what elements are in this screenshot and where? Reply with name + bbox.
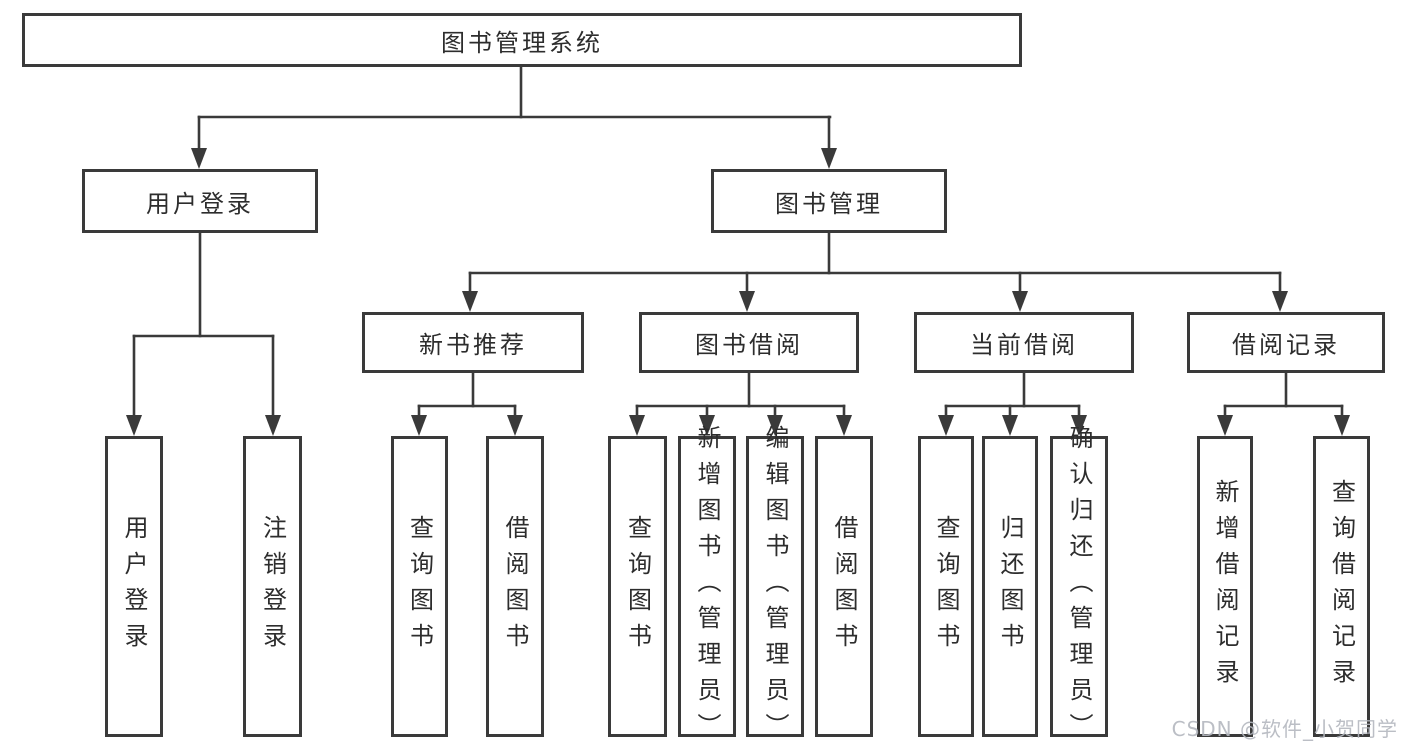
leaf-query-books-borrow: 查询图书	[608, 436, 667, 737]
leaf-return-book-label: 归还图书	[996, 514, 1024, 659]
node-book-mgmt: 图书管理	[711, 169, 947, 233]
node-new-book-recommend: 新书推荐	[362, 312, 584, 373]
node-book-borrow: 图书借阅	[639, 312, 859, 373]
node-current-borrow-label: 当前借阅	[970, 331, 1078, 359]
leaf-confirm-return-admin: 确认归还（管理员）	[1050, 425, 1108, 747]
leaf-borrow-books: 借阅图书	[815, 436, 873, 737]
leaf-query-borrow-record: 查询借阅记录	[1313, 436, 1370, 737]
node-user-login-label: 用户登录	[146, 189, 254, 218]
node-borrow-records: 借阅记录	[1187, 312, 1385, 373]
node-book-mgmt-label: 图书管理	[775, 189, 883, 218]
node-current-borrow: 当前借阅	[914, 312, 1134, 373]
leaf-confirm-return-admin-label: 确认归还（管理员）	[1065, 424, 1093, 747]
leaf-logout: 注销登录	[243, 436, 302, 737]
leaf-query-books-current: 查询图书	[918, 436, 974, 737]
node-borrow-records-label: 借阅记录	[1232, 331, 1340, 359]
leaf-edit-book-admin-label: 编辑图书（管理员）	[761, 424, 789, 747]
node-user-login: 用户登录	[82, 169, 318, 233]
leaf-borrow-books-label: 借阅图书	[830, 514, 858, 659]
leaf-add-book-admin-label: 新增图书（管理员）	[693, 424, 721, 747]
leaf-borrow-books-recommend-label: 借阅图书	[501, 514, 529, 659]
watermark: CSDN @软件_小贺同学	[1171, 717, 1398, 741]
leaf-add-borrow-record-label: 新增借阅记录	[1211, 478, 1239, 695]
leaf-add-borrow-record: 新增借阅记录	[1197, 436, 1253, 737]
leaf-borrow-books-recommend: 借阅图书	[486, 436, 544, 737]
leaf-logout-label: 注销登录	[258, 514, 287, 659]
leaf-query-books-recommend-label: 查询图书	[405, 514, 434, 659]
leaf-add-book-admin: 新增图书（管理员）	[678, 425, 736, 747]
node-new-book-recommend-label: 新书推荐	[419, 331, 527, 359]
leaf-user-login: 用户登录	[105, 436, 163, 737]
leaf-query-books-current-label: 查询图书	[932, 514, 960, 659]
leaf-query-borrow-record-label: 查询借阅记录	[1327, 478, 1356, 695]
leaf-query-books-recommend: 查询图书	[391, 436, 448, 737]
leaf-return-book: 归还图书	[982, 436, 1038, 737]
node-book-borrow-label: 图书借阅	[695, 331, 803, 359]
leaf-edit-book-admin: 编辑图书（管理员）	[746, 425, 804, 747]
leaf-user-login-label: 用户登录	[120, 514, 148, 659]
node-root: 图书管理系统	[22, 13, 1022, 67]
node-root-label: 图书管理系统	[441, 28, 603, 57]
leaf-query-books-borrow-label: 查询图书	[623, 514, 652, 659]
